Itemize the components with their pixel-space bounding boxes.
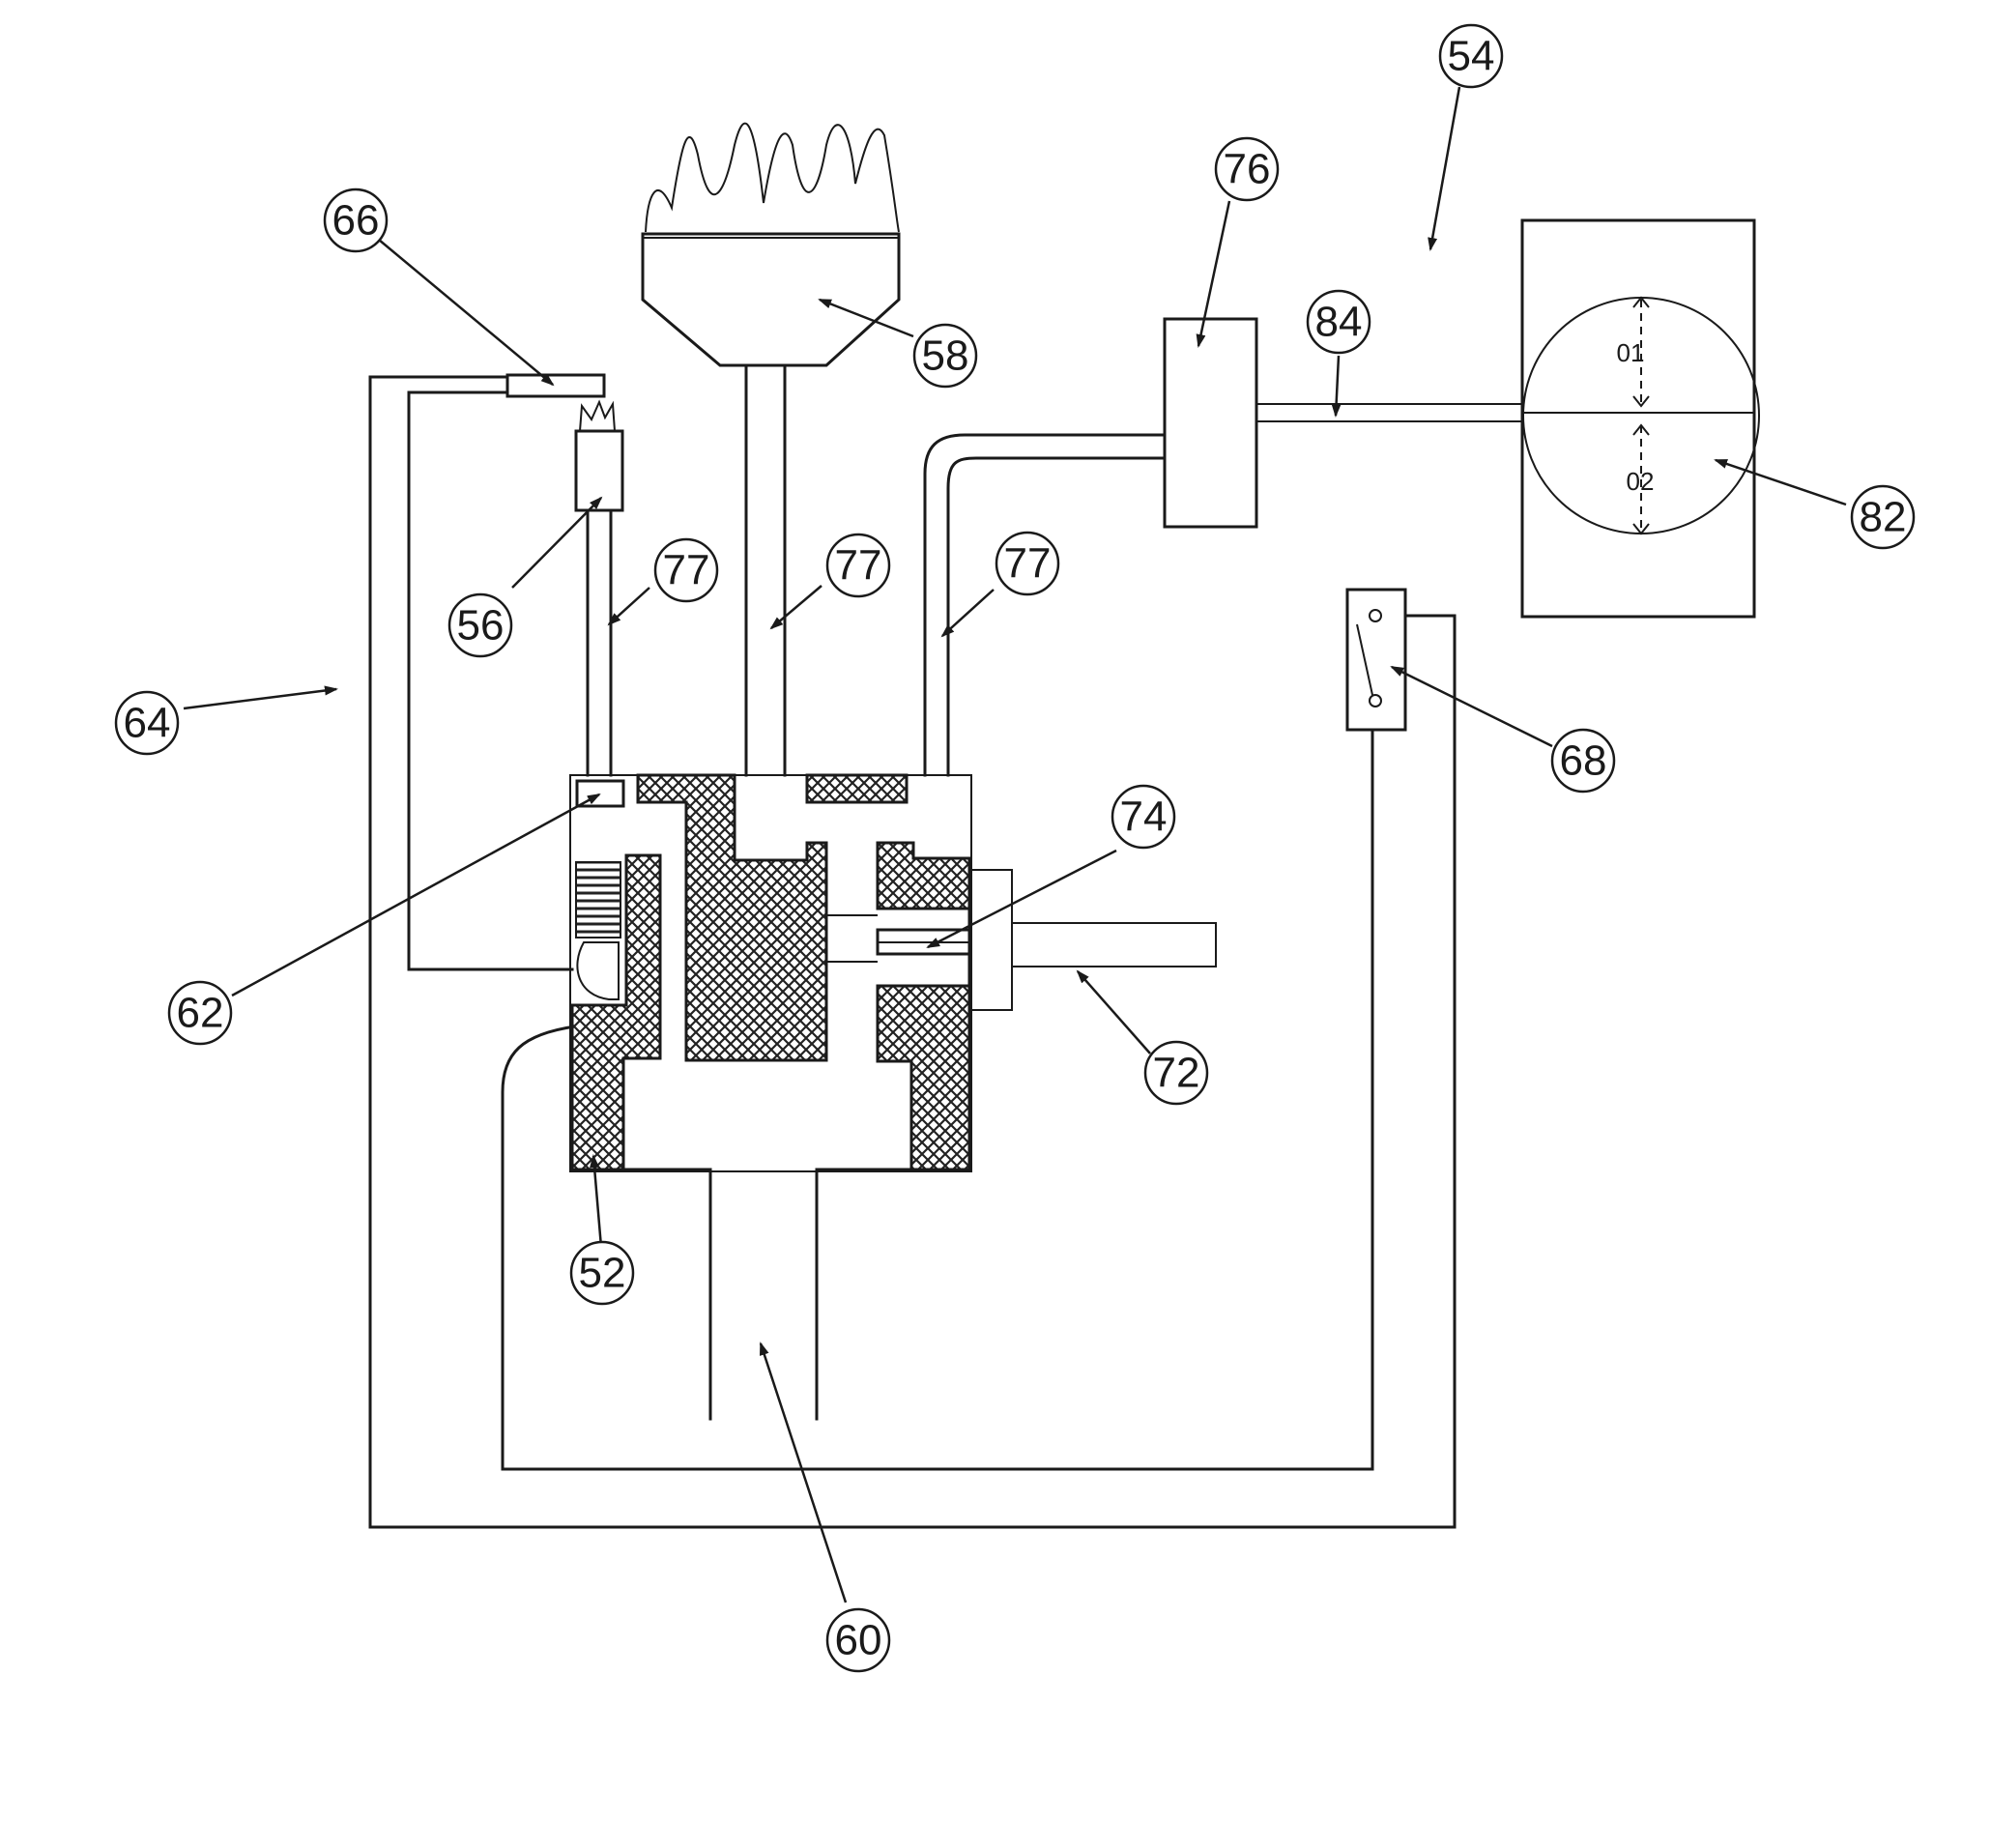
svg-text:54: 54 (1448, 33, 1495, 80)
pilot-gas-tube (588, 510, 611, 775)
igniter-element (507, 375, 604, 396)
callout-56: 56 (449, 594, 511, 656)
burner-head (643, 234, 899, 365)
callout-52: 52 (571, 1242, 633, 1304)
control-shaft (1012, 923, 1216, 967)
burner-gas-tube (746, 365, 785, 775)
thermostat-gas-tube (925, 435, 1165, 775)
svg-text:76: 76 (1224, 146, 1271, 193)
svg-text:52: 52 (579, 1250, 626, 1297)
svg-text:77: 77 (835, 542, 882, 590)
inner-wire-loop (409, 392, 572, 969)
callout-66: 66 (325, 189, 387, 251)
svg-text:66: 66 (332, 197, 380, 245)
callout-77a: 77 (655, 539, 717, 601)
svg-text:60: 60 (835, 1617, 882, 1664)
leader-64 (184, 689, 336, 708)
svg-text:62: 62 (177, 990, 224, 1037)
callout-84: 84 (1308, 291, 1370, 353)
callout-77c: 77 (996, 533, 1058, 594)
svg-text:56: 56 (457, 602, 505, 650)
svg-text:77: 77 (663, 547, 710, 594)
leader-77b (771, 586, 822, 628)
svg-text:72: 72 (1153, 1050, 1200, 1097)
leader-60 (761, 1343, 846, 1603)
capillary-tube (1256, 404, 1527, 421)
leader-62 (232, 794, 599, 996)
shaft-through-bore (826, 915, 878, 962)
svg-text:74: 74 (1120, 794, 1168, 841)
callout-77b: 77 (827, 534, 889, 596)
leader-68 (1392, 667, 1552, 746)
callout-82: 82 (1852, 486, 1914, 548)
igniter-flame (580, 402, 615, 431)
svg-text:58: 58 (922, 332, 969, 380)
callout-58: 58 (914, 325, 976, 387)
leader-77c (942, 590, 994, 636)
dial-label-upper: 01 (1617, 338, 1645, 367)
svg-text:82: 82 (1860, 494, 1907, 541)
callout-64: 64 (116, 692, 178, 754)
pilot-bulb (577, 942, 619, 999)
burner-flames (646, 124, 899, 232)
housing-right-wall (878, 843, 969, 1169)
leader-66 (379, 240, 553, 385)
callout-72: 72 (1145, 1042, 1207, 1104)
callout-54: 54 (1440, 25, 1502, 87)
svg-text:68: 68 (1560, 737, 1607, 785)
leader-77a (609, 588, 649, 624)
svg-text:84: 84 (1315, 299, 1363, 346)
leader-72 (1078, 971, 1150, 1054)
housing-top-block (807, 775, 907, 802)
leader-54 (1430, 87, 1459, 249)
svg-text:64: 64 (124, 700, 171, 747)
valve-plunger (638, 775, 826, 1060)
svg-text:77: 77 (1004, 540, 1052, 588)
gas-outlet (623, 1169, 911, 1419)
leader-84 (1336, 356, 1339, 416)
callout-74: 74 (1112, 786, 1174, 848)
callout-76: 76 (1216, 138, 1278, 200)
callout-60: 60 (827, 1609, 889, 1671)
control-knob-collar (969, 870, 1012, 1010)
dial-label-lower: 02 (1627, 467, 1655, 496)
callout-62: 62 (169, 982, 231, 1044)
thermostat-unit (1165, 319, 1256, 527)
callout-68: 68 (1552, 730, 1614, 792)
dial-panel (1522, 220, 1754, 617)
thermocouple-coil (576, 862, 620, 938)
